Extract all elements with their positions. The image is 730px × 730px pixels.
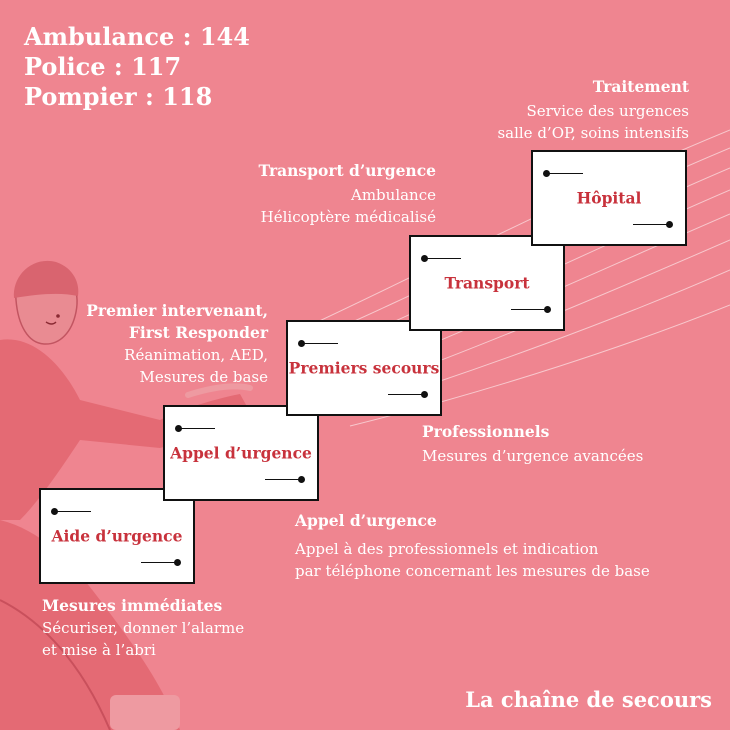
card-premiers-secours: Premiers secours <box>286 320 442 416</box>
caption-line: Mesures de base <box>139 368 268 386</box>
connector-line <box>511 309 547 310</box>
connector-line <box>179 428 215 429</box>
connector-dot <box>175 425 182 432</box>
caption-title-line: Premier intervenant, <box>86 301 268 320</box>
card-title: Aide d’urgence <box>51 526 183 546</box>
connector-dot <box>174 559 181 566</box>
caption-appel-urgence: Appel d’urgence Appel à des professionne… <box>295 510 650 582</box>
connector-dot <box>543 170 550 177</box>
caption-line: Appel à des professionnels et indication <box>295 540 599 558</box>
card-appel-urgence: Appel d’urgence <box>163 405 319 501</box>
caption-line: salle d’OP, soins intensifs <box>497 124 689 142</box>
hotline-police: Police : 117 <box>24 52 182 81</box>
caption-mesures-immediates: Mesures immédiates Sécuriser, donner l’a… <box>42 595 244 661</box>
caption-line: et mise à l’abri <box>42 641 156 659</box>
card-title: Hôpital <box>576 188 642 208</box>
card-transport: Transport <box>409 235 565 331</box>
connector-dot <box>544 306 551 313</box>
caption-line: Ambulance <box>351 186 436 204</box>
connector-line <box>141 562 177 563</box>
caption-title-line: First Responder <box>128 323 268 342</box>
emergency-numbers: Ambulance : 144 Police : 117 Pompier : 1… <box>24 22 250 112</box>
card-hopital: Hôpital <box>531 150 687 246</box>
caption-line: Service des urgences <box>526 102 689 120</box>
caption-line: Réanimation, AED, <box>124 346 268 364</box>
diagram-footer-title: La chaîne de secours <box>465 687 712 712</box>
connector-line <box>388 394 424 395</box>
connector-dot <box>298 340 305 347</box>
card-title: Appel d’urgence <box>170 443 312 463</box>
connector-line <box>547 173 583 174</box>
caption-line: Hélicoptère médicalisé <box>260 208 436 226</box>
caption-title: Professionnels <box>422 422 550 441</box>
connector-line <box>55 511 91 512</box>
hotline-ambulance: Ambulance : 144 <box>24 22 250 51</box>
caption-transport-urgence: Transport d’urgence Ambulance Hélicoptèr… <box>259 160 436 228</box>
caption-professionnels: Professionnels Mesures d’urgence avancée… <box>422 421 643 467</box>
caption-line: Sécuriser, donner l’alarme <box>42 619 245 637</box>
card-aide-urgence: Aide d’urgence <box>39 488 195 584</box>
connector-dot <box>298 476 305 483</box>
card-title: Premiers secours <box>288 358 440 378</box>
connector-line <box>302 343 338 344</box>
caption-line: par téléphone concernant les mesures de … <box>295 562 650 580</box>
connector-dot <box>666 221 673 228</box>
card-title: Transport <box>444 273 530 293</box>
caption-title: Appel d’urgence <box>295 511 437 530</box>
caption-title: Transport d’urgence <box>258 161 436 180</box>
connector-line <box>265 479 301 480</box>
connector-dot <box>421 391 428 398</box>
hotline-fire: Pompier : 118 <box>24 82 213 111</box>
caption-title: Traitement <box>592 77 689 96</box>
caption-traitement: Traitement Service des urgences salle d’… <box>497 76 689 144</box>
connector-dot <box>421 255 428 262</box>
caption-title: Mesures immédiates <box>42 596 223 615</box>
caption-premier-intervenant: Premier intervenant, First Responder Réa… <box>86 300 268 388</box>
connector-line <box>425 258 461 259</box>
caption-line: Mesures d’urgence avancées <box>422 447 644 465</box>
connector-dot <box>51 508 58 515</box>
connector-line <box>633 224 669 225</box>
